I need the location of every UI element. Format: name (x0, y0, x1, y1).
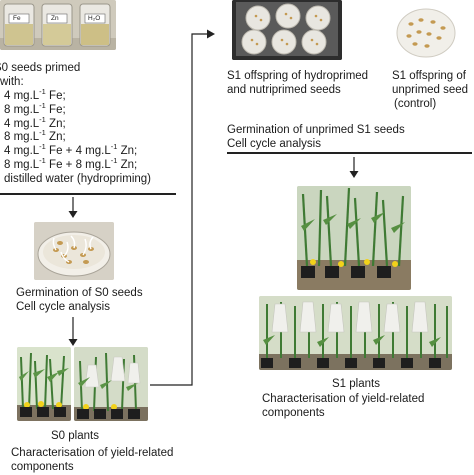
connector-s0-to-s1 (150, 29, 215, 386)
s1-plants-label: S1 plants (332, 378, 380, 390)
treatment-item: 8 mg.L-1 Fe; (4, 100, 66, 116)
s0-yield-caption-cont: components (11, 461, 74, 473)
s1-yield-caption-cont: components (262, 407, 325, 419)
beaker-fe (3, 3, 35, 47)
s1-primed-offspring-label: S1 offspring of hydroprimed (227, 70, 369, 82)
arrow-down-to-s0-germination (68, 197, 78, 218)
beaker-label-fe: Fe (13, 15, 21, 22)
primed-seeds-title-cont: with: (0, 76, 24, 88)
primed-seeds-title: S0 seeds primed (0, 62, 81, 74)
treatment-list: 4 mg.L-1 Fe; 8 mg.L-1 Fe; 4 mg.L-1 Zn; 8… (4, 87, 151, 187)
treatment-item: 4 mg.L-1 Fe; (4, 87, 66, 102)
beaker-water (79, 3, 111, 47)
s1-primed-offspring-label-cont: and nutriprimed seeds (227, 84, 341, 96)
s1-primed-dishes-photo (232, 0, 342, 60)
s1-unprimed-offspring-label: S1 offspring of (392, 70, 466, 82)
s1-cell-cycle-label: Cell cycle analysis (227, 138, 321, 150)
s0-germination-label: Germination of S0 seeds (16, 287, 143, 299)
right-divider (227, 152, 472, 154)
s1-control-label: (control) (394, 98, 437, 110)
left-divider (0, 193, 176, 195)
primed-beakers-photo: Fe Zn H₂O (0, 0, 116, 50)
treatment-item: 8 mg.L-1 Fe + 8 mg.L-1 Zn; (4, 156, 138, 171)
beaker-zn (41, 3, 73, 47)
s0-plants-label: S0 plants (51, 430, 99, 442)
arrow-down-to-s0-plants (68, 317, 78, 346)
treatment-item: 8 mg.L-1 Zn; (4, 128, 66, 144)
arrow-down-to-s1-plants (349, 157, 359, 178)
s1-unprimed-offspring-label-cont: unprimed seed (392, 84, 469, 96)
treatment-item: 4 mg.L-1 Fe + 4 mg.L-1 Zn; (4, 142, 138, 158)
beaker-label-water: H₂O (88, 15, 101, 22)
s0-plants-photo-left (17, 347, 71, 421)
beaker-label-zn: Zn (51, 15, 59, 22)
s1-yield-caption: Characterisation of yield-related (262, 393, 425, 405)
treatment-item: distilled water (hydropriming) (4, 172, 151, 185)
s1-control-dish-photo (395, 6, 457, 60)
s1-plants-photo-bottom (259, 296, 452, 370)
s0-plants-photo-right (74, 347, 148, 421)
s1-germination-label: Germination of unprimed S1 seeds (227, 124, 405, 136)
s0-yield-caption: Characterisation of yield-related (11, 447, 174, 459)
s1-plants-photo-top (297, 186, 411, 290)
s0-germination-dish-photo (34, 222, 114, 280)
s0-cell-cycle-label: Cell cycle analysis (16, 301, 110, 313)
treatment-item: 4 mg.L-1 Zn; (4, 114, 66, 130)
